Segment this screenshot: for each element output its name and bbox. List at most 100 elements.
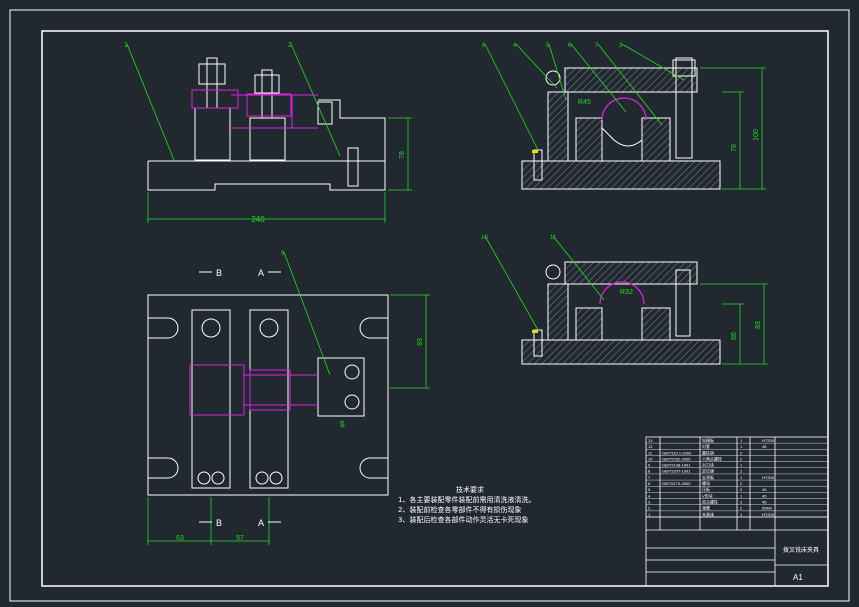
plan-nut-right — [259, 318, 279, 338]
bom-cell-name: 衬套 — [702, 443, 710, 449]
plan-bolt-left-a — [197, 471, 211, 485]
side-dimensions — [484, 43, 766, 190]
plan-clamp-left — [191, 309, 231, 489]
front-nut-left — [198, 63, 226, 85]
dim-front-width: 240 — [251, 215, 265, 224]
bom-cell-no: 8 — [648, 469, 651, 474]
bom-cell-name: 对刀块 — [702, 462, 714, 468]
balloon-side-6: 6 — [568, 43, 572, 49]
bom-cell-material: 45 — [762, 487, 767, 492]
bom-cell-name: 夹具体 — [702, 511, 714, 517]
lower-section-view — [521, 261, 721, 365]
dim-plan-height: 93 — [417, 338, 424, 346]
bom-cell-name: 双头螺柱 — [702, 498, 718, 504]
front-stud-left — [206, 57, 218, 109]
plan-setting-hole-top — [344, 364, 360, 380]
plan-dimensions — [147, 251, 430, 545]
plan-setting-hole-bottom — [344, 394, 360, 410]
bom-cell-qty: 1 — [740, 438, 743, 443]
balloon-plan-9: 9 — [281, 251, 285, 257]
bom-cell-qty: 2 — [740, 506, 743, 511]
balloon-side-7: 7 — [595, 43, 599, 49]
bom-cell-name: 圆柱销 — [702, 449, 714, 455]
bom-cell-material: 65Mn — [762, 506, 772, 511]
dim-plan-offset-right: 57 — [236, 535, 244, 542]
plan-bolt-left-b — [211, 471, 225, 485]
front-hidden-lines — [191, 89, 318, 129]
front-column-right — [249, 117, 286, 161]
front-column-left — [194, 107, 231, 161]
bom-cell-name: 钻模板 — [702, 437, 714, 443]
lower-v-block-left-hatch — [575, 307, 603, 341]
balloon-lower-10: 10 — [481, 235, 488, 241]
lower-marker — [532, 330, 538, 333]
sheet-size: A1 — [793, 573, 803, 582]
plan-setting-block — [317, 357, 365, 417]
bom-cell-material: HT200 — [762, 438, 775, 443]
dim-plan-offset-left: 63 — [176, 535, 184, 542]
side-left-column-hatch — [547, 91, 569, 162]
notes-title: 技术要求 — [456, 486, 484, 494]
lower-left-column-hatch — [547, 283, 569, 341]
section-markers — [199, 271, 281, 523]
side-nut — [672, 59, 696, 77]
front-knob — [317, 101, 333, 125]
bom-cell-qty: 1 — [740, 463, 743, 468]
balloon-lower-11: 11 — [550, 235, 557, 241]
balloon-front-2: 2 — [288, 42, 292, 49]
technical-notes: 技术要求 1、各主要装配零件装配前需用清洗液清洗。 2、装配前检查各零部件不得有… — [398, 485, 535, 525]
bom-cell-no: 4 — [648, 493, 651, 498]
plan-slot-br — [359, 457, 388, 479]
bom-cell-material: 45 — [762, 493, 767, 498]
bom-cell-code: GB/T2148-1991 — [662, 463, 691, 468]
section-b-bottom: B — [216, 518, 222, 528]
lower-knob — [545, 264, 561, 280]
bom-cell-code: GB/T119.1-2000 — [662, 450, 692, 455]
lower-stud — [675, 269, 691, 337]
balloon-side-5: 5 — [546, 43, 550, 49]
dim-side-radius: R45 — [578, 99, 591, 106]
plan-base — [147, 294, 389, 496]
outer-sheet-border — [9, 9, 850, 602]
bom-cell-name: 弹簧 — [702, 505, 710, 511]
front-support-plate — [318, 99, 386, 161]
bom-cell-code: GB/T2207-1991 — [662, 469, 691, 474]
dim-lower-radius: R32 — [620, 289, 633, 296]
bom-cell-qty: 2 — [740, 481, 743, 486]
side-stud — [675, 57, 693, 159]
dim-plan-hole: φ6 — [340, 420, 346, 428]
bom-cell-no: 1 — [648, 512, 651, 517]
bom-cell-no: 11 — [648, 450, 653, 455]
dim-side-height-outer: 100 — [753, 129, 760, 141]
front-dimensions — [126, 43, 412, 223]
notes-item-3: 3、装配后检查各部件动作灵活无卡死现象 — [398, 516, 529, 524]
bom-cell-no: 12 — [648, 444, 653, 449]
side-marker — [532, 150, 538, 153]
bom-cell-qty: 1 — [740, 493, 743, 498]
bom-cell-qty: 1 — [740, 444, 743, 449]
bom-cell-no: 13 — [648, 438, 653, 443]
plan-nut-left — [201, 318, 221, 338]
balloon-side-4: 4 — [513, 43, 517, 49]
bom-cell-name: 压板 — [702, 486, 710, 492]
side-v-block-left-hatch — [575, 117, 603, 162]
section-b-top: B — [216, 268, 222, 278]
dim-lower-height-inner: 66 — [731, 332, 738, 340]
front-pin — [347, 147, 359, 187]
plan-hidden-lines — [189, 364, 318, 416]
bom-cell-no: 9 — [648, 463, 651, 468]
plan-slot-bl — [148, 457, 179, 479]
bom-cell-no: 7 — [648, 475, 651, 480]
bom-cell-no: 3 — [648, 499, 651, 504]
dim-side-height-inner: 78 — [731, 144, 738, 152]
drawing-title: 拨叉铣床夹具 — [783, 546, 819, 554]
plan-slot-tl — [148, 317, 179, 339]
lower-workpiece-arc — [599, 281, 645, 305]
bom-cell-name: 支承板 — [702, 474, 714, 480]
lower-top-plate-hatch — [564, 261, 698, 285]
front-nut-right — [254, 74, 280, 94]
notes-item-2: 2、装配前检查各零部件不得有损伤现象 — [398, 506, 522, 514]
bom-cell-name: 定位键 — [702, 468, 714, 474]
